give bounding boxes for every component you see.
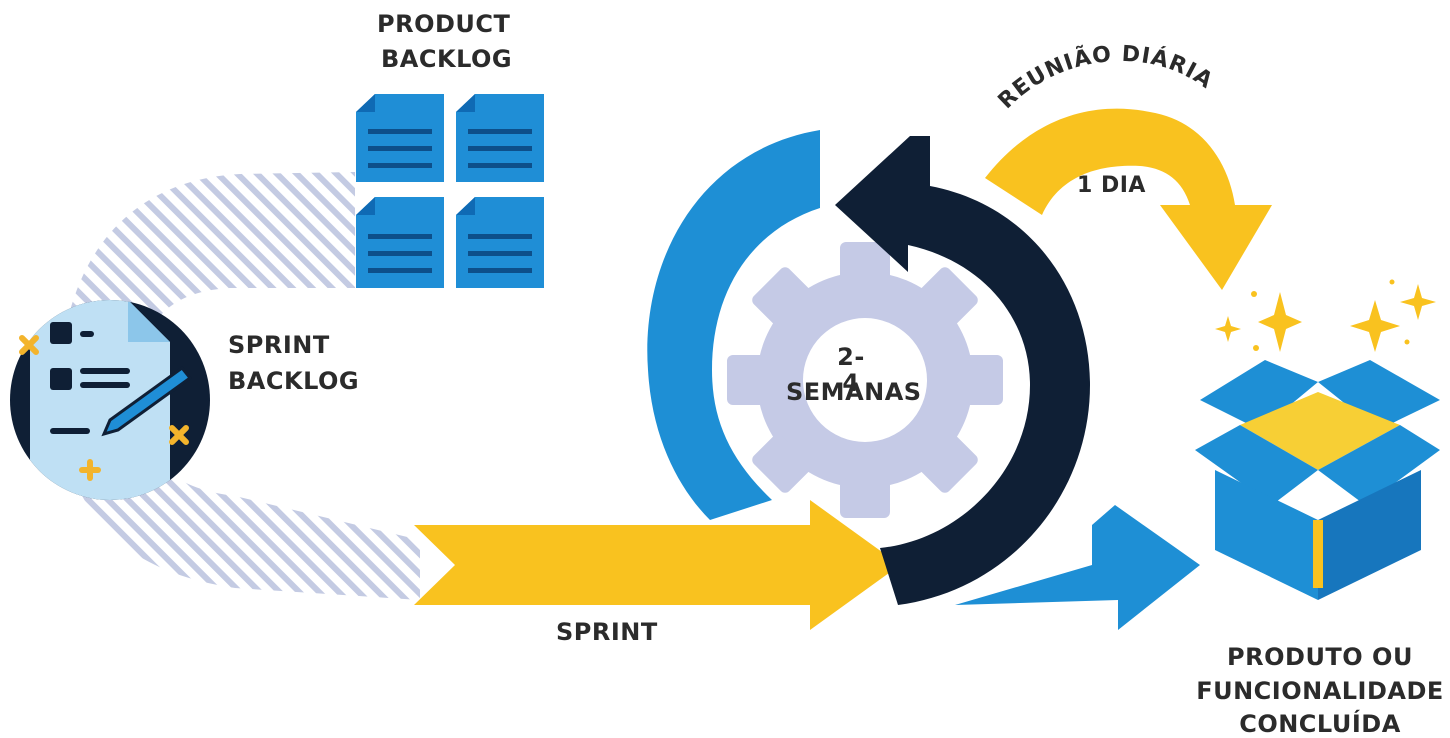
result-label: PRODUTO OU bbox=[1227, 643, 1413, 671]
backlog-loop-band bbox=[60, 172, 420, 600]
result-label: FUNCIONALIDADE bbox=[1196, 677, 1444, 705]
duration-label: SEMANAS bbox=[786, 378, 922, 406]
sprint-label: SPRINT bbox=[556, 618, 658, 646]
result-label: CONCLUÍDA bbox=[1239, 710, 1401, 738]
pen-icon bbox=[101, 365, 193, 437]
cross-mark-icon bbox=[19, 335, 189, 481]
document-icon bbox=[456, 94, 544, 182]
open-box-icon bbox=[1195, 360, 1440, 600]
sprint-backlog-icon bbox=[10, 300, 210, 500]
daily-meeting-label: REUNIÃO DIÁRIA bbox=[994, 42, 1218, 114]
cycle-navy-arrow bbox=[835, 136, 1090, 605]
sprint-backlog-label: BACKLOG bbox=[228, 367, 360, 395]
cycle-blue-arrow bbox=[647, 130, 820, 520]
product-backlog-label: BACKLOG bbox=[381, 45, 513, 73]
gear-icon bbox=[727, 242, 1003, 518]
sprint-arrow bbox=[414, 500, 900, 630]
document-icon bbox=[356, 197, 444, 288]
sprint-backlog-label: SPRINT bbox=[228, 331, 330, 359]
output-arrow bbox=[955, 505, 1200, 630]
one-day-label: 1 DIA bbox=[1077, 173, 1146, 198]
product-backlog-icon bbox=[356, 94, 544, 288]
duration-label: 2-4 bbox=[837, 343, 865, 397]
sparkle-icon bbox=[1215, 279, 1436, 352]
daily-arrow bbox=[985, 108, 1272, 290]
document-icon bbox=[356, 94, 444, 182]
product-backlog-label: PRODUCT bbox=[377, 10, 511, 38]
document-icon bbox=[456, 197, 544, 288]
